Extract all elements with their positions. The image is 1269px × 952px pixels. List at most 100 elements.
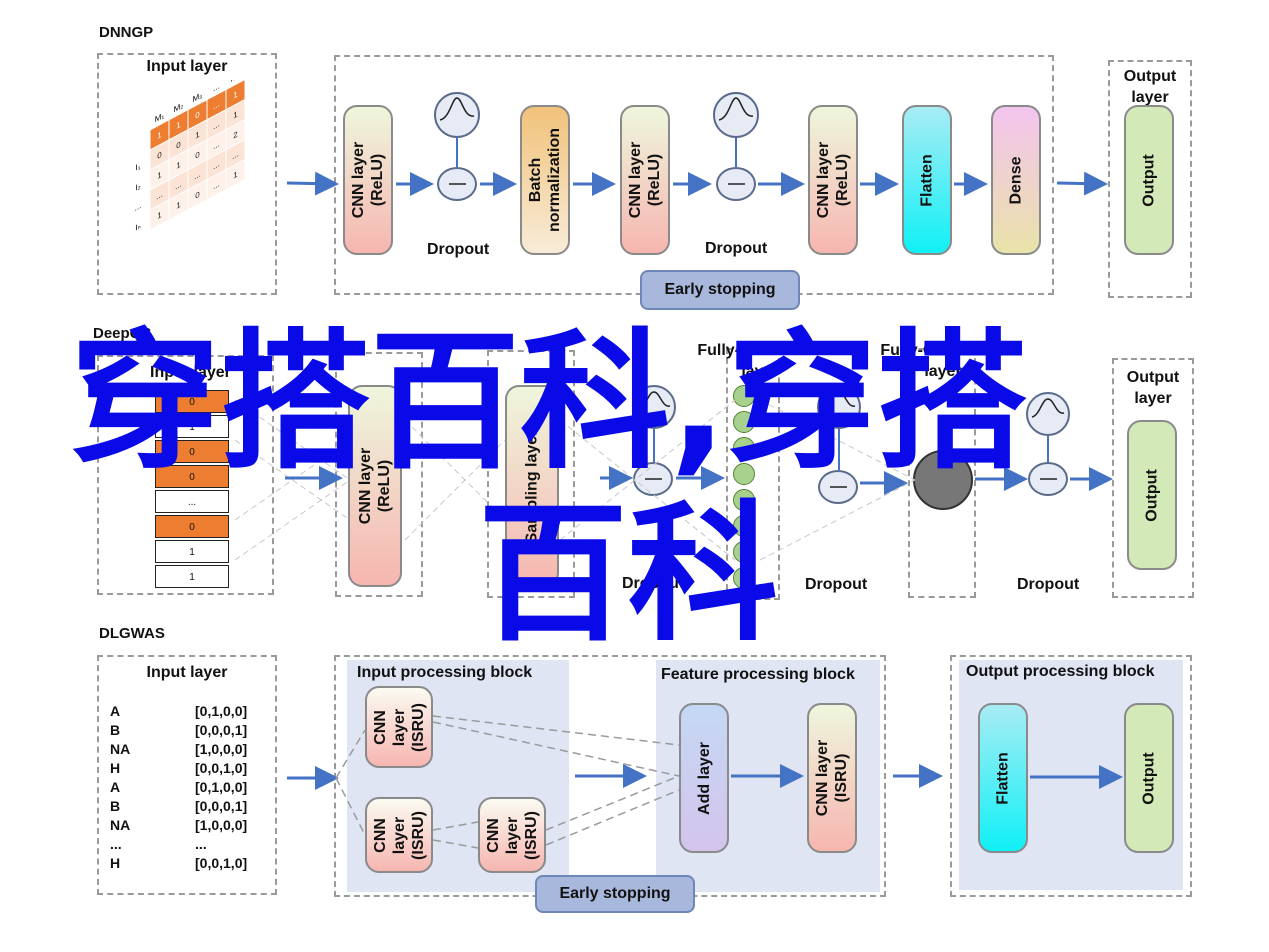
- dnngp-cnn-layer-1: CNN layer (ReLU): [343, 105, 393, 255]
- dlgwas-base: A: [110, 779, 121, 795]
- matrix-col-header: M₃: [193, 90, 203, 105]
- dlgwas-input-box: [97, 655, 277, 895]
- dlgwas-output-label: Output: [1140, 751, 1158, 805]
- dlgwas-feature-block-title: Feature processing block: [661, 666, 855, 683]
- dnngp-output-node: Output: [1124, 105, 1174, 255]
- matrix-cell-value: 0: [176, 139, 181, 151]
- dlgwas-base: B: [110, 798, 121, 814]
- matrix-cell-value: 1: [233, 89, 238, 101]
- section-label-dlgwas: DLGWAS: [99, 625, 165, 642]
- dnngp-cnn-layer-2-label: CNN layer (ReLU): [627, 141, 664, 219]
- dlgwas-output-node: Output: [1124, 703, 1174, 853]
- dlgwas-code: [1,0,0,0]: [195, 817, 248, 833]
- dlgwas-base: H: [110, 760, 121, 776]
- matrix-cell-value: ...: [194, 168, 201, 181]
- dlgwas-base: A: [110, 703, 121, 719]
- dnngp-early-stopping: Early stopping: [640, 270, 800, 310]
- deepgs-dropout-label-2: Dropout: [805, 576, 868, 593]
- matrix-cell-value: ...: [213, 118, 220, 131]
- deepgs-output-label: Output: [1143, 468, 1161, 522]
- deepgs-input-cell: 0: [155, 440, 229, 463]
- dlgwas-cnn-d: CNN layer (ISRU): [807, 703, 857, 853]
- deepgs-fc1-title: Fully-Connected layer: [697, 342, 823, 380]
- dlgwas-add-layer-label: Add layer: [695, 741, 713, 815]
- dnngp-output-box: [1108, 60, 1192, 298]
- dlgwas-output-block-title: Output processing block: [966, 663, 1155, 680]
- deepgs-fc2-title: Fully-Connected layer: [880, 342, 1006, 380]
- matrix-cell-value: ...: [213, 98, 220, 111]
- matrix-cell-value: 0: [157, 149, 162, 161]
- dnngp-cnn-layer-3-label: CNN layer (ReLU): [815, 141, 852, 219]
- matrix-cell-value: ...: [232, 148, 239, 161]
- deepgs-fc-node: [733, 385, 755, 407]
- dnngp-batch-norm-label: Batch normalization: [527, 127, 564, 233]
- sigmoid-icon: [434, 92, 480, 138]
- matrix-cell: [225, 158, 246, 191]
- dnngp-flatten: Flatten: [902, 105, 952, 255]
- dropout-node-icon: [437, 167, 477, 201]
- matrix-col-header: M₁: [155, 110, 164, 124]
- matrix-cell-value: 1: [195, 129, 200, 141]
- deepgs-output-title: Output layer: [1126, 369, 1180, 407]
- dlgwas-cnn-c: CNN layer (ISRU): [478, 797, 546, 873]
- deepgs-input-cell: 0: [155, 465, 229, 488]
- matrix-row-header: Iₙ: [135, 220, 141, 233]
- dnngp-cnn-layer-1-label: CNN layer (ReLU): [350, 141, 387, 219]
- matrix-cell-value: ...: [156, 189, 163, 202]
- dlgwas-cnn-b-label: CNN layer (ISRU): [371, 810, 427, 860]
- dlgwas-cnn-a: CNN layer (ISRU): [365, 686, 433, 768]
- matrix-cell-value: ...: [213, 158, 220, 171]
- dnngp-dense: Dense: [991, 105, 1041, 255]
- section-label-deepgs: DeepGS: [93, 325, 152, 342]
- dlgwas-base: NA: [110, 817, 131, 833]
- matrix-cell-value: 1: [157, 209, 162, 221]
- matrix-cell-value: 2: [233, 129, 238, 141]
- deepgs-output-node: Output: [1127, 420, 1177, 570]
- dlgwas-base: B: [110, 722, 121, 738]
- dlgwas-code: ...: [195, 836, 207, 852]
- dlgwas-flatten-label: Flatten: [994, 751, 1012, 805]
- dnngp-dense-label: Dense: [1007, 155, 1025, 205]
- matrix-cell-value: 1: [176, 119, 181, 131]
- matrix-cell-value: 0: [195, 109, 200, 121]
- matrix-row-header: I₂: [135, 180, 140, 192]
- deepgs-input-cell: 0: [155, 390, 229, 413]
- dlgwas-early-stopping: Early stopping: [535, 875, 695, 913]
- deepgs-input-cell: 0: [155, 515, 229, 538]
- dropout-node-icon: [716, 167, 756, 201]
- deepgs-fc2-node: [913, 450, 973, 510]
- deepgs-input-cell: 1: [155, 565, 229, 588]
- dnngp-input-box: [97, 53, 277, 295]
- dnngp-input-matrix: 110...1001...1110...2...............110.…: [135, 80, 246, 233]
- dlgwas-input-block-title: Input processing block: [357, 664, 533, 681]
- deepgs-input-cell: 1: [155, 415, 229, 438]
- matrix-cell-value: 0: [195, 189, 200, 201]
- dlgwas-code: [0,0,0,1]: [195, 722, 248, 738]
- dlgwas-flatten: Flatten: [978, 703, 1028, 853]
- dnngp-cnn-layer-2: CNN layer (ReLU): [620, 105, 670, 255]
- deepgs-input-title: Input layer: [150, 364, 231, 381]
- matrix-row-header: I₁: [136, 161, 141, 173]
- matrix-col-header: ...: [213, 80, 220, 93]
- deepgs-sampling-layer: Sampling layer: [505, 385, 559, 587]
- watermark-line-2: 百科: [478, 488, 779, 662]
- dnngp-cnn-layer-3: CNN layer (ReLU): [808, 105, 858, 255]
- dropout-node-icon: [1028, 462, 1068, 496]
- deepgs-input-cell: ...: [155, 490, 229, 513]
- deepgs-output-box: [1112, 358, 1194, 598]
- dnngp-output-label: Output: [1140, 153, 1158, 207]
- deepgs-dropout-label-1: Dropout: [622, 575, 685, 592]
- dlgwas-cnn-c-label: CNN layer (ISRU): [484, 810, 540, 860]
- matrix-cell-value: 1: [233, 109, 238, 121]
- matrix-cell-value: ...: [213, 178, 220, 191]
- dlgwas-code: [0,0,1,0]: [195, 855, 248, 871]
- dnngp-flatten-label: Flatten: [918, 153, 936, 207]
- matrix-col-header: M₂: [174, 100, 184, 115]
- dlgwas-cnn-b: CNN layer (ISRU): [365, 797, 433, 873]
- sigmoid-icon: [713, 92, 759, 138]
- section-label-dnngp: DNNGP: [99, 24, 154, 41]
- dlgwas-output-box: [950, 655, 1192, 897]
- dlgwas-code: [0,1,0,0]: [195, 779, 248, 795]
- dlgwas-code: [0,0,1,0]: [195, 760, 248, 776]
